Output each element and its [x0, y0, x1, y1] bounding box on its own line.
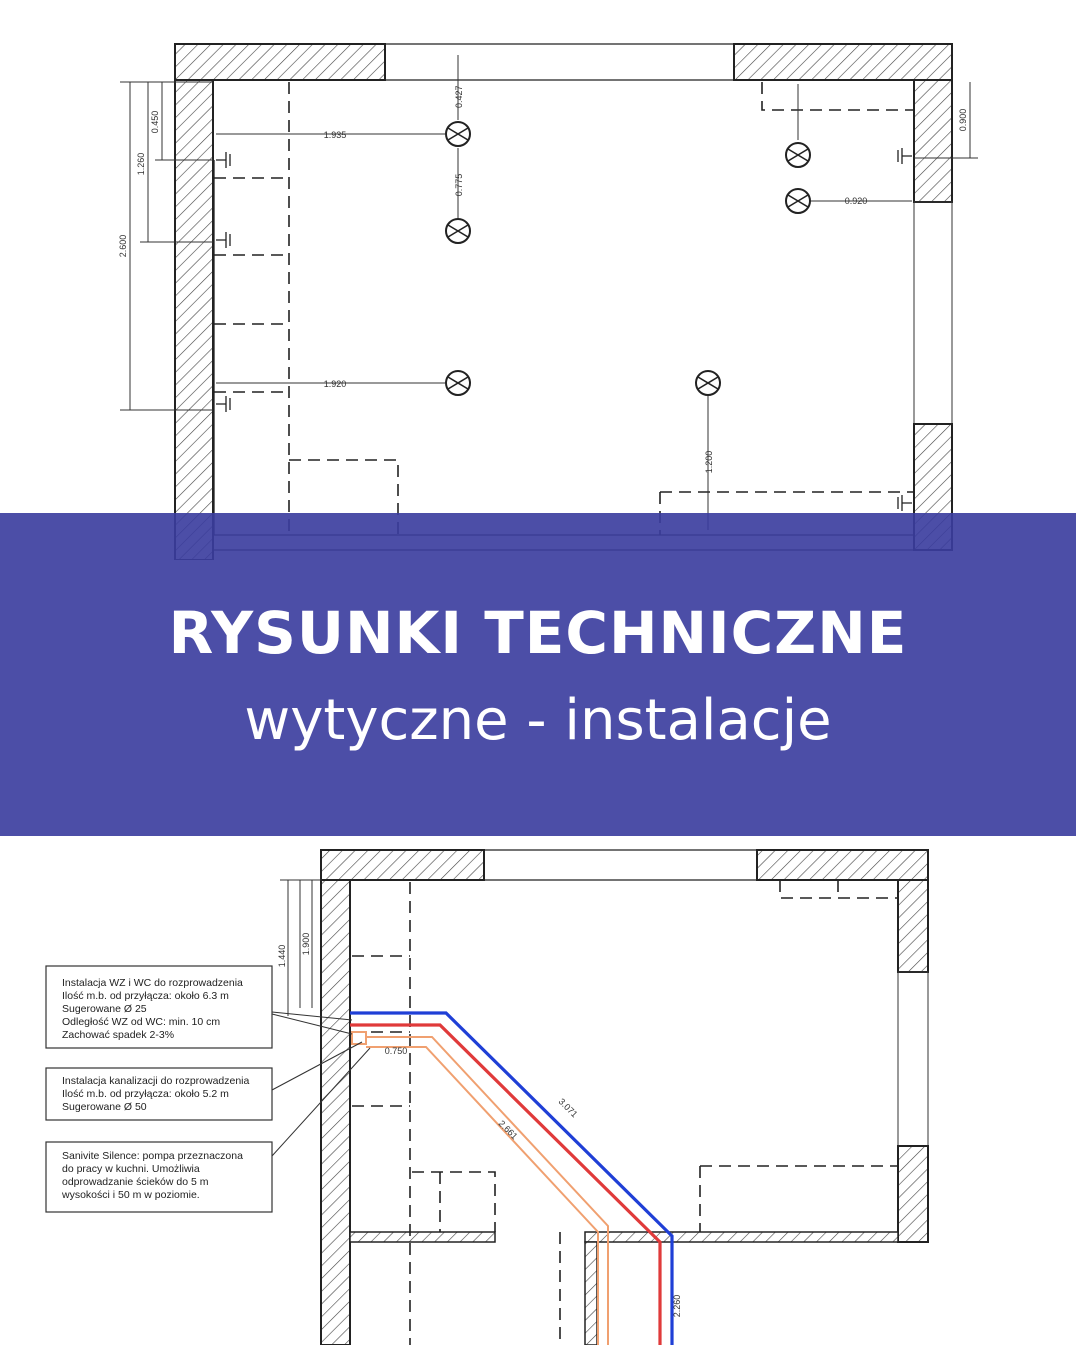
- sewage-pipe: [360, 1036, 609, 1345]
- wall-left: [174, 79, 214, 560]
- light-fixture-icon: [445, 218, 471, 244]
- wall-bottom-right: [584, 1231, 899, 1243]
- socket-icon: [216, 232, 231, 248]
- dim-3071: 3.071: [557, 1096, 580, 1119]
- banner-title: RYSUNKI TECHNICZNE: [168, 599, 908, 667]
- light-fixture-icon: [785, 142, 811, 168]
- wall-lower-stub: [584, 1241, 598, 1345]
- wall-right-lower: [897, 1145, 929, 1243]
- socket-icon: [897, 495, 912, 511]
- svg-text:Odległość WZ od WC: min. 10 cm: Odległość WZ od WC: min. 10 cm: [62, 1016, 220, 1028]
- dim-2260: 2.260: [672, 1295, 682, 1318]
- socket-icon: [216, 396, 231, 412]
- dim-1260: 1.260: [136, 153, 146, 176]
- dim-0775: 0.775: [454, 174, 464, 197]
- svg-text:Zachować spadek 2-3%: Zachować spadek 2-3%: [62, 1029, 174, 1041]
- note-sanivite-pump: Sanivite Silence: pompa przeznaczona do …: [45, 1141, 273, 1213]
- cold-water-pipe: [350, 1011, 674, 1345]
- wall-top-right: [733, 43, 953, 81]
- banner-subtitle: wytyczne - instalacje: [244, 688, 832, 753]
- title-banner: RYSUNKI TECHNICZNE wytyczne - instalacje: [0, 513, 1076, 836]
- svg-text:odprowadzanie ścieków do 5 m: odprowadzanie ścieków do 5 m: [62, 1176, 209, 1188]
- socket-icon: [897, 148, 912, 164]
- dim-1900: 1.900: [301, 933, 311, 956]
- svg-text:Sugerowane Ø 25: Sugerowane Ø 25: [62, 1003, 147, 1015]
- svg-text:Sugerowane Ø 50: Sugerowane Ø 50: [62, 1101, 147, 1113]
- svg-text:do pracy w kuchni. Umożliwia: do pracy w kuchni. Umożliwia: [62, 1163, 200, 1175]
- dim-1440: 1.440: [277, 945, 287, 968]
- svg-text:Ilość m.b. od przyłącza: około: Ilość m.b. od przyłącza: około 6.3 m: [62, 990, 229, 1002]
- dim-0920: 0.920: [845, 196, 868, 206]
- dim-0450: 0.450: [150, 111, 160, 134]
- wall-bottom-left: [349, 1231, 496, 1243]
- wall-right-upper: [913, 79, 953, 203]
- wall-top-right: [756, 849, 929, 881]
- dim-2661: 2.661: [497, 1118, 520, 1141]
- svg-text:Ilość m.b. od przyłącza: około: Ilość m.b. od przyłącza: około 5.2 m: [62, 1088, 229, 1100]
- dim-1935: 1.935: [324, 130, 347, 140]
- dim-1920: 1.920: [324, 379, 347, 389]
- dim-1200: 1.200: [704, 451, 714, 474]
- dim-0900: 0.900: [958, 109, 968, 132]
- note-water-installation: Instalacja WZ i WC do rozprowadzenia Ilo…: [45, 965, 273, 1049]
- dim-0750: 0.750: [385, 1046, 408, 1056]
- light-fixture-icon: [785, 188, 811, 214]
- light-fixture-icon: [695, 370, 721, 396]
- svg-text:wysokości i 50 m w poziomie.: wysokości i 50 m w poziomie.: [61, 1189, 200, 1201]
- bottom-floor-plan: 1.440 1.900 0.750 3.071 2.661 2.260 Inst…: [45, 849, 929, 1345]
- wall-top-left: [174, 43, 386, 81]
- wall-top-left: [320, 849, 485, 881]
- note-sewage-installation: Instalacja kanalizacji do rozprowadzenia…: [45, 1067, 273, 1121]
- sanivite-pump: [351, 1031, 367, 1045]
- dim-2600: 2.600: [118, 235, 128, 258]
- top-floor-plan: 2.600 1.260 0.450 0.900 1.935 1.920 0.92…: [118, 43, 978, 560]
- wall-left: [320, 879, 351, 1345]
- light-fixture-icon: [445, 370, 471, 396]
- dim-0427: 0.427: [454, 85, 464, 108]
- svg-text:Sanivite Silence: pompa przezn: Sanivite Silence: pompa przeznaczona: [62, 1150, 243, 1162]
- light-fixture-icon: [445, 121, 471, 147]
- svg-text:Instalacja kanalizacji do rozp: Instalacja kanalizacji do rozprowadzenia: [62, 1075, 250, 1087]
- hot-water-pipe: [350, 1023, 662, 1345]
- wall-right-upper: [897, 879, 929, 973]
- socket-icon: [216, 152, 231, 168]
- svg-text:Instalacja WZ i WC do rozprowa: Instalacja WZ i WC do rozprowadzenia: [62, 977, 243, 989]
